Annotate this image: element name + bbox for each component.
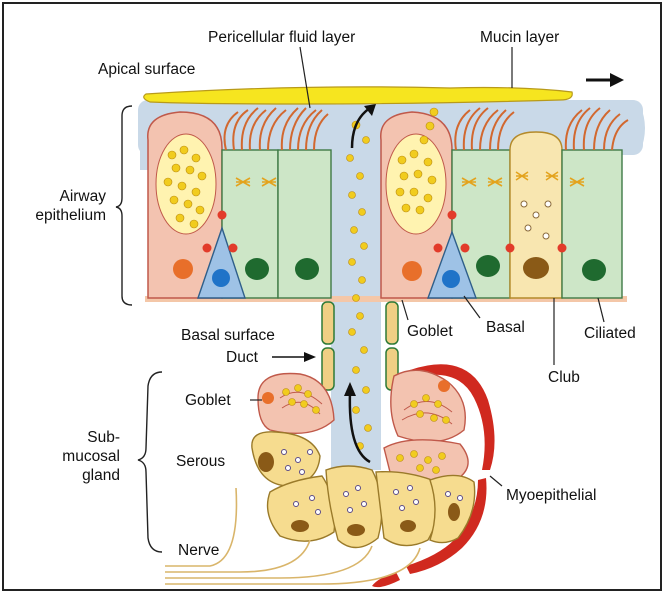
label-basal: Basal <box>486 318 525 337</box>
label-club: Club <box>548 368 580 387</box>
label-pericellular-fluid-layer: Pericellular fluid layer <box>208 28 355 47</box>
label-ciliated: Ciliated <box>584 324 636 343</box>
label-goblet-epithelium: Goblet <box>407 322 453 341</box>
label-basal-surface: Basal surface <box>181 326 275 345</box>
label-submucosal-gland: Sub- mucosal gland <box>34 428 120 485</box>
label-airway-line1: Airway <box>20 187 106 206</box>
label-airway-line2: epithelium <box>20 206 106 225</box>
label-sub-line1: Sub- <box>34 428 120 447</box>
ciliated-cell-right-2 <box>562 150 622 298</box>
club-cell <box>510 132 562 298</box>
label-serous: Serous <box>176 452 225 471</box>
label-apical-surface: Apical surface <box>98 60 195 79</box>
label-sub-line2: mucosal <box>34 447 120 466</box>
label-myoepithelial: Myoepithelial <box>506 486 596 505</box>
label-mucin-layer: Mucin layer <box>480 28 559 47</box>
label-nerve: Nerve <box>178 541 219 560</box>
label-goblet-gland: Goblet <box>185 391 231 410</box>
ciliated-cell-left-2 <box>278 150 331 298</box>
label-sub-line3: gland <box>34 466 120 485</box>
label-duct: Duct <box>226 348 258 367</box>
label-airway-epithelium: Airway epithelium <box>20 187 106 225</box>
